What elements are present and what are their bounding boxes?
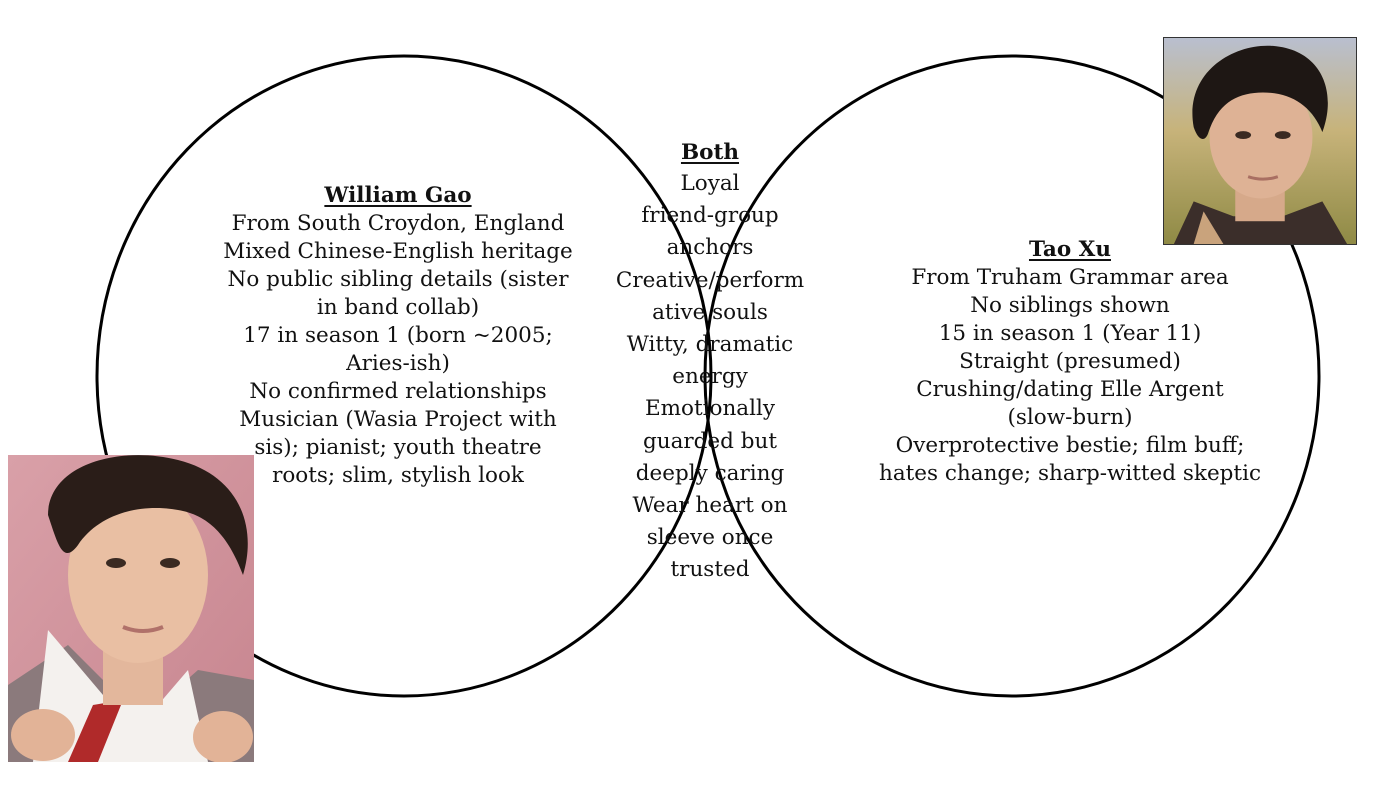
left-line: roots; slim, stylish look — [272, 463, 524, 488]
overlap-line: Loyal — [680, 171, 740, 196]
left-title: William Gao — [324, 183, 472, 208]
overlap-line: guarded but — [642, 428, 778, 454]
left-line: No confirmed relationships — [249, 379, 547, 404]
overlap-title: Both — [680, 140, 740, 165]
right-title: Tao Xu — [1028, 237, 1111, 262]
left-line: Aries-ish) — [346, 351, 450, 376]
right-line: Straight (presumed) — [959, 349, 1181, 374]
left-circle-content: William Gao From South Croydon, England … — [198, 182, 598, 490]
left-line: 17 in season 1 (born ~2005; — [243, 323, 553, 348]
overlap-line: Witty, dramatic — [626, 332, 794, 358]
left-line: From South Croydon, England — [231, 211, 565, 236]
overlap-line: friend-group — [641, 203, 779, 229]
overlap-line: ative souls — [652, 299, 768, 325]
right-line: 15 in season 1 (Year 11) — [938, 321, 1202, 346]
right-line: hates change; sharp-witted skeptic — [878, 461, 1261, 486]
left-line: sis); pianist; youth theatre — [254, 435, 542, 460]
left-line: Musician (Wasia Project with — [239, 407, 557, 432]
overlap-line: anchors — [666, 235, 754, 261]
right-line: No siblings shown — [970, 293, 1170, 318]
left-line: No public sibling details (sister — [227, 267, 569, 292]
portrait-photo-william — [8, 455, 254, 762]
right-circle-content: Tao Xu From Truham Grammar area No sibli… — [870, 236, 1270, 488]
right-line: (slow-burn) — [1007, 405, 1133, 430]
right-line: Crushing/dating Elle Argent — [916, 377, 1224, 402]
overlap-line: sleeve once — [646, 525, 774, 551]
overlap-line: Creative/perform — [615, 267, 805, 293]
overlap-content: Both Loyal friend-group anchors Creative… — [610, 137, 810, 587]
right-circle — [703, 54, 1321, 698]
portrait-photo-tao — [1163, 37, 1357, 245]
overlap-line: trusted — [670, 557, 750, 583]
left-circle — [95, 54, 713, 698]
overlap-line: Wear heart on — [632, 493, 788, 519]
right-line: Overprotective bestie; film buff; — [895, 433, 1245, 458]
overlap-line: deeply caring — [635, 460, 785, 486]
overlap-line: energy — [672, 364, 748, 390]
left-line: Mixed Chinese-English heritage — [223, 239, 573, 264]
left-line: in band collab) — [316, 295, 480, 320]
right-line: From Truham Grammar area — [911, 265, 1229, 290]
overlap-line: Emotionally — [644, 396, 776, 422]
